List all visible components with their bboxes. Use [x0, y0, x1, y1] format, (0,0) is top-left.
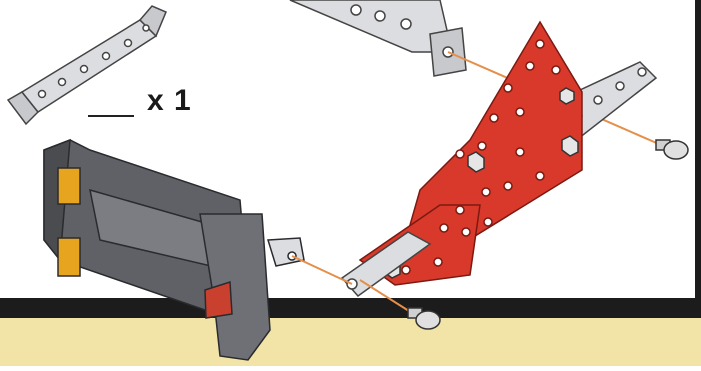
quantity-underline	[88, 115, 134, 117]
loose-strip-part	[8, 6, 166, 124]
top-strip-part	[290, 0, 466, 76]
axis-line-bottom	[292, 256, 352, 284]
screw-icon	[656, 140, 688, 159]
quantity-label: x 1	[147, 84, 192, 118]
